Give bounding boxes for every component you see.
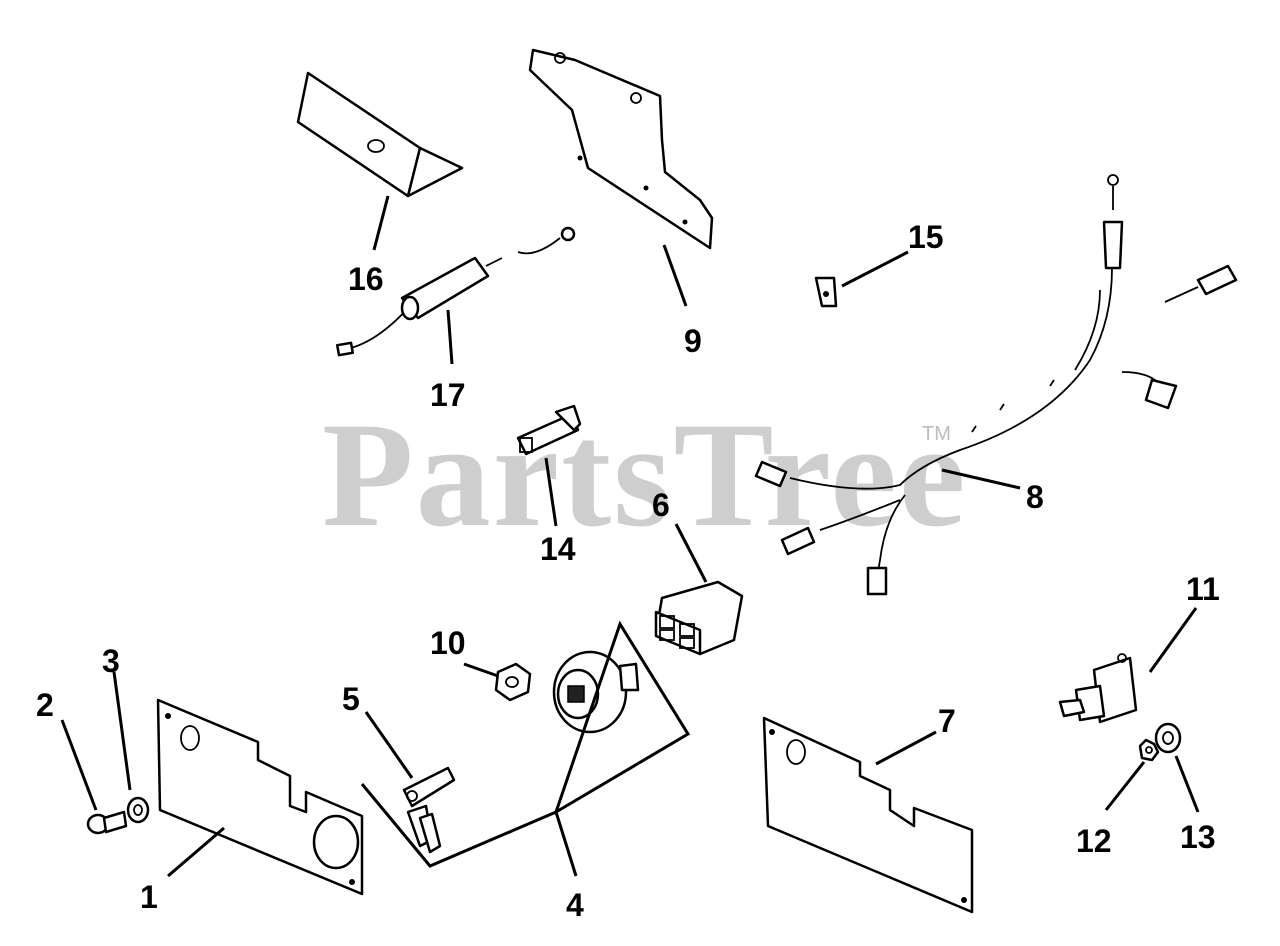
callout-11: 11: [1186, 571, 1220, 607]
callout-3: 3: [102, 643, 120, 679]
callout-7: 7: [938, 703, 956, 739]
callout-5: 5: [342, 681, 360, 717]
part-7-panel: [762, 716, 974, 914]
watermark-tm: TM: [922, 423, 951, 445]
part-12-star-washer: [1138, 738, 1160, 762]
callout-12: 12: [1076, 823, 1112, 859]
part-17-diode-wire: [335, 226, 576, 357]
callout-2: 2: [36, 687, 54, 723]
leader-lines: [60, 195, 1200, 878]
part-6-connector: [654, 580, 744, 656]
part-3-washer: [126, 796, 150, 824]
callout-10: 10: [430, 625, 466, 661]
callout-16: 16: [348, 261, 384, 297]
part-1-panel: [156, 698, 364, 896]
part-16-bracket: [296, 71, 464, 198]
callout-8: 8: [1026, 479, 1044, 515]
part-13-flat-washer: [1154, 722, 1182, 754]
callout-6: 6: [652, 487, 670, 523]
part-8-wiring-harness: [754, 174, 1238, 596]
callout-4: 4: [566, 887, 584, 923]
part-14-fuse-holder: [516, 404, 582, 456]
callout-13: 13: [1180, 819, 1216, 855]
part-11-toggle-switch: [1058, 653, 1138, 724]
callout-15: 15: [908, 219, 944, 255]
part-2-screw: [86, 810, 128, 835]
callout-labels: 1 2 3 4 5 6 7 8 9 10 11 12 13 14 15 16 1…: [36, 219, 1220, 923]
part-9-mounting-bracket: [528, 48, 714, 250]
part-5-keys: [402, 766, 456, 854]
callout-17: 17: [430, 377, 466, 413]
callout-1: 1: [140, 879, 158, 915]
part-10-nut: [494, 662, 532, 702]
part-4-ignition-switch: [552, 650, 640, 734]
watermark-text: PartsTree: [322, 392, 967, 558]
part-15-clip: [814, 276, 838, 308]
callout-9: 9: [684, 323, 702, 359]
callout-14: 14: [540, 531, 576, 567]
